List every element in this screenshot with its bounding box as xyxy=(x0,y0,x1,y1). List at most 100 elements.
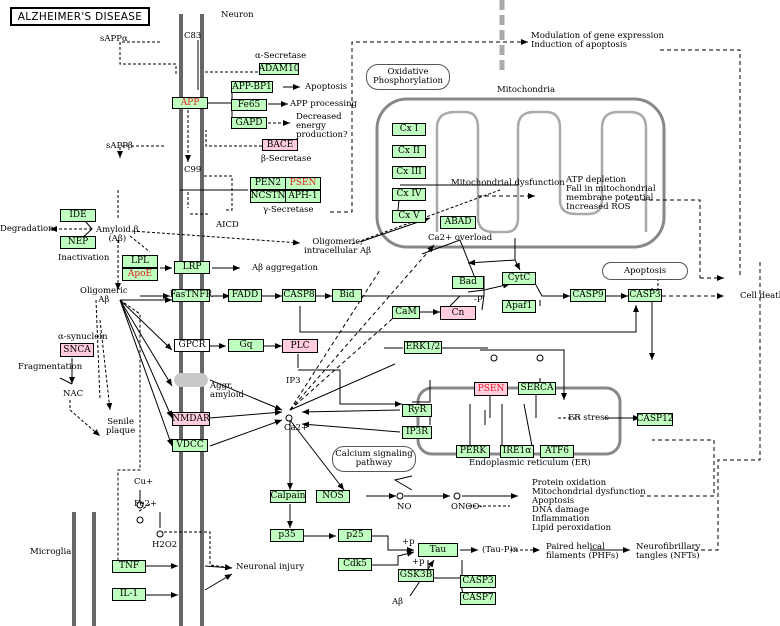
gene-apaf1[interactable]: Apaf1 xyxy=(502,300,536,313)
gene-ip3r[interactable]: IP3R xyxy=(402,426,432,439)
bad-phospho-label: -P xyxy=(474,295,483,305)
gene-fe65[interactable]: Fe65 xyxy=(231,99,267,111)
gene-abad[interactable]: ABAD xyxy=(440,216,476,229)
gene-adam10[interactable]: ADAM10 xyxy=(258,63,300,75)
c99-label: C99 xyxy=(184,165,202,175)
ip3-label: IP3 xyxy=(286,376,301,386)
gene-perk[interactable]: PERK xyxy=(456,445,490,458)
calcium-signaling-oval: Calcium signaling pathway xyxy=(332,446,416,472)
gene-gq[interactable]: Gq xyxy=(228,339,264,352)
gene-bace[interactable]: BACE xyxy=(262,139,298,151)
decreased-energy-label: Decreased energy production? xyxy=(296,112,348,140)
gene-cam[interactable]: CaM xyxy=(392,306,420,319)
gene-cx2[interactable]: Cx II xyxy=(392,145,426,158)
gene-casp3-top[interactable]: CASP3 xyxy=(628,289,662,302)
gene-casp3-bottom[interactable]: CASP3 xyxy=(460,575,496,588)
ab-aggregation-label: Aβ aggregation xyxy=(252,263,319,273)
mitochondria-label: Mitochondria xyxy=(497,85,556,95)
neuron-label: Neuron xyxy=(221,10,254,20)
protein-oxidation-label: Protein oxidation Mitochondrial dysfunct… xyxy=(532,478,646,533)
gene-snca[interactable]: SNCA xyxy=(60,343,94,357)
gene-casp8[interactable]: CASP8 xyxy=(282,289,316,302)
gene-p25[interactable]: p25 xyxy=(338,529,372,542)
fragmentation-label: Fragmentation xyxy=(18,362,83,372)
gene-fadd[interactable]: FADD xyxy=(228,289,262,302)
gene-casp9[interactable]: CASP9 xyxy=(570,289,606,302)
gene-plc[interactable]: PLC xyxy=(282,339,318,353)
gene-il1[interactable]: IL-1 xyxy=(112,588,146,601)
cell-death-label: Cell death xyxy=(740,291,780,301)
ca-overload-label: Ca2+ overload xyxy=(428,233,493,243)
gene-serca[interactable]: SERCA xyxy=(518,382,556,395)
paired-helical-label: Paired helical filaments (PHFs) xyxy=(546,542,619,561)
ca2-label: Ca2+ xyxy=(284,423,309,433)
gene-ide[interactable]: IDE xyxy=(60,209,96,222)
gene-casp7[interactable]: CASP7 xyxy=(460,592,496,605)
cu-label: Cu+ xyxy=(134,477,154,487)
tau-pn-label: (Tau-P)n xyxy=(482,545,519,555)
gene-bad[interactable]: Bad xyxy=(452,276,484,289)
sappb-label: sAPPβ xyxy=(106,141,133,151)
aggr-amyloid-blob xyxy=(174,373,208,387)
gene-gsk3b[interactable]: GSK3B xyxy=(398,569,434,582)
neurofibrillary-label: Neurofibrillary tangles (NFTs) xyxy=(636,542,701,561)
gene-p35[interactable]: p35 xyxy=(270,529,304,542)
gene-fastnfr[interactable]: FasTNFR xyxy=(169,289,213,302)
gene-casp12[interactable]: CASP12 xyxy=(636,413,674,426)
gene-cytc[interactable]: CytC xyxy=(502,272,536,285)
page-title: ALZHEIMER'S DISEASE xyxy=(10,7,150,26)
gene-tau[interactable]: Tau xyxy=(418,543,458,557)
gene-cx4[interactable]: Cx IV xyxy=(392,188,426,201)
nac-label: NAC xyxy=(63,389,84,399)
neuronal-injury-label: Neuronal injury xyxy=(236,562,305,572)
atp-depletion-label: ATP depletion Fall in mitochondrial memb… xyxy=(566,175,656,212)
h2o2-label: H2O2 xyxy=(152,540,178,550)
gene-cn[interactable]: Cn xyxy=(440,306,476,320)
aggr-amyloid-label: Aggr. amyloid xyxy=(210,381,244,400)
gene-gapd[interactable]: GAPD xyxy=(231,117,267,129)
gene-lrp[interactable]: LRP xyxy=(174,261,210,274)
gene-lpl[interactable]: LPL xyxy=(122,255,158,268)
gene-erk12[interactable]: ERK1/2 xyxy=(404,341,442,354)
gene-bid[interactable]: Bid xyxy=(332,289,362,302)
c83-label: C83 xyxy=(184,31,202,41)
aicd-label: AICD xyxy=(216,220,239,230)
sappa-label: sAPPα xyxy=(100,34,128,44)
oligomeric-intracellular-label: Oligomeric, intracellular Aβ xyxy=(304,237,372,256)
gene-app-bp1[interactable]: APP-BP1 xyxy=(231,81,273,93)
gene-apoe[interactable]: ApoE xyxy=(122,268,158,281)
gene-calpain[interactable]: Calpain xyxy=(270,490,306,503)
gene-psen-gamma[interactable]: PSEN xyxy=(285,177,321,190)
gene-cx3[interactable]: Cx III xyxy=(392,166,426,179)
no-label: NO xyxy=(397,502,412,512)
gene-atf6[interactable]: ATF6 xyxy=(540,445,574,458)
modulation-label: Modulation of gene expression Induction … xyxy=(531,31,664,50)
cristae xyxy=(435,110,648,234)
gene-nos[interactable]: NOS xyxy=(316,490,350,503)
gene-tnf[interactable]: TNF xyxy=(112,560,146,573)
mito-dysfunction-label: Mitochondrial dysfunction xyxy=(451,178,565,188)
gene-ire1[interactable]: IRE1α xyxy=(500,445,534,458)
gene-vdcc[interactable]: VDCC xyxy=(172,439,208,452)
inactivation-label: Inactivation xyxy=(58,253,110,263)
gene-aph1[interactable]: APH-1 xyxy=(285,190,321,203)
gene-nep[interactable]: NEP xyxy=(60,236,96,249)
apoptosis-label: Apoptosis xyxy=(305,82,348,92)
gene-nmdar[interactable]: NMDAR xyxy=(172,412,210,426)
gene-cx1[interactable]: Cx I xyxy=(392,123,426,136)
oxphos-oval: Oxidative Phosphorylation xyxy=(366,64,450,90)
oligomeric-ab-label: Oligomeric Aβ xyxy=(80,286,128,305)
gene-app[interactable]: APP xyxy=(172,97,208,109)
gene-psen-er[interactable]: PSEN xyxy=(474,382,508,396)
abeta-bottom-label: Aβ xyxy=(392,597,404,607)
gene-cx5[interactable]: Cx V xyxy=(392,210,426,223)
gene-ncstn[interactable]: NCSTN xyxy=(250,190,286,203)
gene-gpcr[interactable]: GPCR xyxy=(174,339,210,352)
gene-cdk5[interactable]: Cdk5 xyxy=(338,558,372,571)
mitochondria-outline xyxy=(375,97,666,249)
onoo-label: ONOO- xyxy=(451,502,483,512)
gene-pen2[interactable]: PEN2 xyxy=(250,177,286,190)
gene-ryr[interactable]: RyR xyxy=(402,404,432,417)
